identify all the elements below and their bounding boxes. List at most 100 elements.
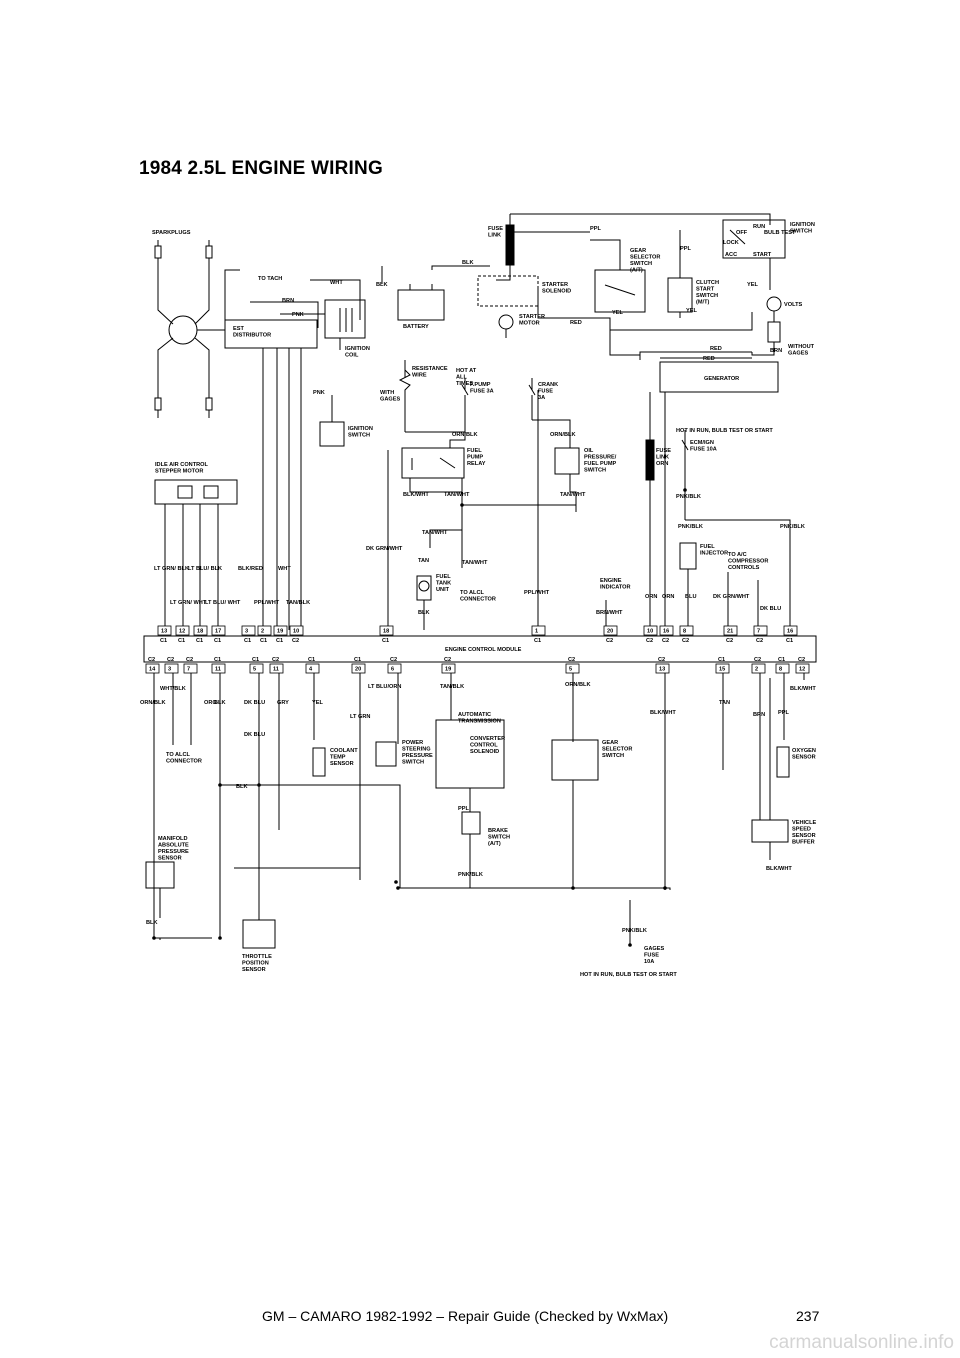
label-hot-at-all-times: ALL <box>456 375 467 381</box>
label-fuel-injector: INJECTOR <box>700 551 728 557</box>
ecm-pin-number: 3 <box>168 667 171 673</box>
ecm-connector-label: C1 <box>178 638 185 644</box>
ecm-pin-number: 17 <box>215 629 221 635</box>
ecm-connector-label: C2 <box>148 657 155 663</box>
wire-label-yel: YEL <box>747 282 758 288</box>
ecm-pin-box <box>249 663 264 674</box>
ecm-pin-number: 19 <box>445 667 451 673</box>
wire-label-blk: BLK <box>146 920 158 926</box>
ecm-pin-number: 4 <box>309 667 313 673</box>
ecm-pin-number: 20 <box>355 667 361 673</box>
ecm-connector-label: C2 <box>646 638 653 644</box>
label-coolant-temp-sensor: TEMP <box>330 755 346 761</box>
ecm-pin-number: 16 <box>663 629 669 635</box>
wire-label-red: RED <box>703 356 715 362</box>
ecm-pin-number: 2 <box>755 667 758 673</box>
ecm-pin-number: 1 <box>535 629 538 635</box>
ecm-connector-label: C2 <box>606 638 613 644</box>
ecm-pin-box <box>257 625 272 636</box>
ecm-connector-label: C1 <box>354 657 361 663</box>
wire-label-wht: WHT <box>278 566 291 572</box>
label-converter-control-solenoid: SOLENOID <box>470 749 499 755</box>
label-resistance-wire: WIRE <box>412 373 427 379</box>
label-brake-switch: SWITCH <box>488 835 510 841</box>
wire-label-pnk-blk: PNK/BLK <box>676 494 701 500</box>
ecm-connector-label: C1 <box>160 638 167 644</box>
wire-label-blk: BLK <box>462 260 474 266</box>
label-fuse-link-orn: LINK <box>656 455 669 461</box>
label-ecm-ign-fuse: FUSE 10A <box>690 447 717 453</box>
label-spark-plugs: SPARKPLUGS <box>152 230 191 236</box>
label-starter-solenoid: SOLENOID <box>542 289 571 295</box>
wire-label-yel: YEL <box>686 308 697 314</box>
label-to-alcl-connector-1: TO ALCL <box>460 590 485 596</box>
wire-label-brn: BRN <box>770 348 782 354</box>
wire-label-lt-blu-blk: LT BLU/ BLK <box>188 566 222 572</box>
label-ignition-coil: COIL <box>345 353 359 359</box>
label-est-distributor: DISTRIBUTOR <box>233 333 271 339</box>
label-ignition-switch-top: SWITCH <box>790 229 812 235</box>
label-vss-buffer: SENSOR <box>792 833 816 839</box>
ecm-pin-box <box>723 625 738 636</box>
ecm-connector-label: C1 <box>382 638 389 644</box>
wire-label-red: RED <box>710 346 722 352</box>
ecm-pin-number: 7 <box>187 667 190 673</box>
wire-label-blk-wht: BLK/WHT <box>790 686 816 692</box>
wire-label-dk-grn-wht: DK GRN/WHT <box>713 594 750 600</box>
ecm-connector-label: C1 <box>718 657 725 663</box>
ecm-pin-box <box>659 625 674 636</box>
label-ignition-switch-top: IGNITION <box>790 222 815 228</box>
ecm-pin-number: 7 <box>757 629 760 635</box>
ecm-pin-box <box>305 663 320 674</box>
wire-label-tan-blk: TAN/BLK <box>286 600 310 606</box>
ecm-pin-box <box>269 663 284 674</box>
wire-label-blk-wht: BLK/WHT <box>650 710 676 716</box>
wire-label-dk-grn-wht: DK GRN/WHT <box>366 546 403 552</box>
label-to-tach: TO TACH <box>258 276 282 282</box>
ignition-position-label: LOCK <box>723 240 739 246</box>
wire-label-wht: WHT <box>330 280 343 286</box>
ecm-pin-box <box>751 663 766 674</box>
footer-text: GM – CAMARO 1982-1992 – Repair Guide (Ch… <box>262 1308 669 1324</box>
label-starter-motor: MOTOR <box>519 321 540 327</box>
label-power-steering-switch: SWITCH <box>402 760 424 766</box>
wire-label-blk: BLK <box>214 700 226 706</box>
label-fuel-injector: FUEL <box>700 544 715 550</box>
ecm-pin-box <box>603 625 618 636</box>
ecm-pin-box <box>273 625 288 636</box>
wire-label-orn-blk: ORN/BLK <box>565 682 590 688</box>
label-clutch-start-switch: CLUTCH <box>696 280 719 286</box>
ecm-connector-label: C2 <box>754 657 761 663</box>
label-hot-in-run: HOT IN RUN, BULB TEST OR START <box>676 428 773 434</box>
label-brake-switch: (A/T) <box>488 841 501 847</box>
ecm-pin-box <box>175 625 190 636</box>
watermark: carmanualsonline.info <box>769 1332 954 1353</box>
wire-label-gry: GRY <box>277 700 289 706</box>
wire-label-brn: BRN <box>753 712 765 718</box>
wire-label-blk: BLK <box>418 610 430 616</box>
ecm-pin-box <box>783 625 798 636</box>
label-gear-selector-switch: GEAR <box>602 740 618 746</box>
label-gear-selector-switch: SWITCH <box>602 753 624 759</box>
wire-label-dk-blu: DK BLU <box>760 606 781 612</box>
ecm-pin-number: 13 <box>659 667 665 673</box>
label-generator: GENERATOR <box>704 376 739 382</box>
ecm-pin-box <box>655 663 670 674</box>
label-brake-switch: BRAKE <box>488 828 508 834</box>
label-fuse-link-orn: ORN <box>656 461 668 467</box>
label-resistance-wire: RESISTANCE <box>412 366 448 372</box>
label-gear-selector-switch-at: (A/T) <box>630 268 643 274</box>
wire-label-pnk: PNK <box>292 312 304 318</box>
label-to-alcl-connector-2: TO ALCL <box>166 752 191 758</box>
ecm-connector-label: C2 <box>167 657 174 663</box>
label-fuse-link-top: FUSE <box>488 226 503 232</box>
wire-label-lt-grn-wht: LT GRN/ WHT <box>170 600 207 606</box>
page-number: 237 <box>796 1308 820 1324</box>
label-oil-pressure-switch: SWITCH <box>584 468 606 474</box>
wire-label-orn: ORN <box>662 594 674 600</box>
label-hot-at-all-times: TIMES <box>456 381 473 387</box>
label-map-sensor: PRESSURE <box>158 849 189 855</box>
ecm-pin-number: 5 <box>253 667 256 673</box>
wire-label-org: ORG <box>204 700 217 706</box>
ignition-position-label: RUN <box>753 224 765 230</box>
